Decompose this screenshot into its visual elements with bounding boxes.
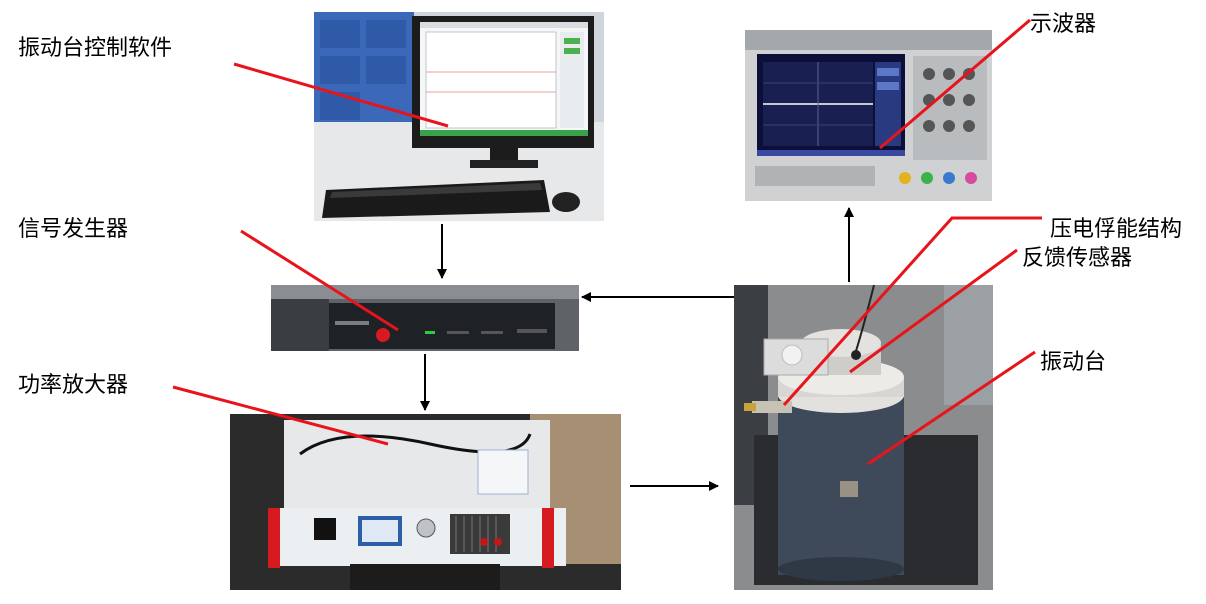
signal-generator-photo <box>271 285 579 351</box>
label-feedback-sensor: 反馈传感器 <box>1022 246 1133 271</box>
label-shaker: 振动台 <box>1040 350 1107 375</box>
pointer-oscilloscope <box>879 18 1031 150</box>
power-amplifier-photo <box>230 414 621 590</box>
shaker-photo <box>734 285 993 590</box>
label-power-amplifier: 功率放大器 <box>18 373 129 398</box>
computer-photo <box>314 12 604 221</box>
label-piezo-structure: 压电俘能结构 <box>1050 217 1183 242</box>
pointer-control-software <box>233 62 449 128</box>
pointer-signal-generator <box>240 229 399 332</box>
pointer-piezo-structure <box>782 216 1042 407</box>
label-signal-generator: 信号发生器 <box>18 217 129 242</box>
label-oscilloscope: 示波器 <box>1030 12 1097 37</box>
label-control-software: 振动台控制软件 <box>18 36 173 61</box>
pointer-feedback-sensor <box>849 248 1018 374</box>
pointer-power-amplifier <box>172 385 389 446</box>
pointer-shaker <box>867 350 1036 466</box>
oscilloscope-photo <box>745 30 992 201</box>
